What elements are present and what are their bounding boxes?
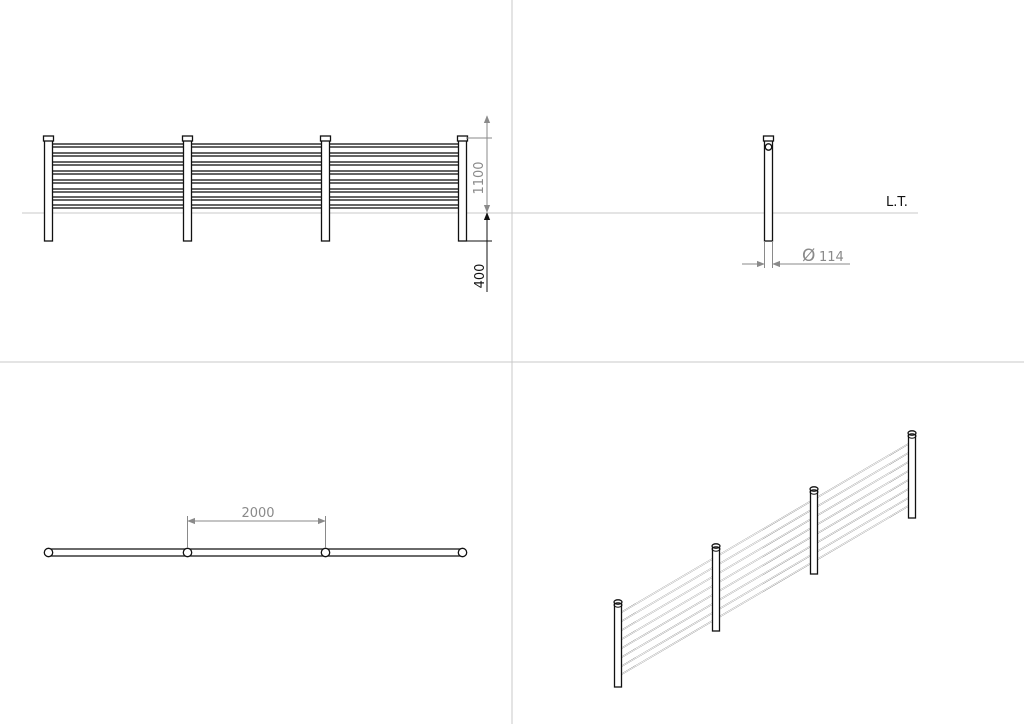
side-post — [763, 139, 774, 242]
front-rail — [47, 161, 464, 166]
isometric-post-cap-ring — [711, 546, 721, 552]
spacing-dimension: 2000 — [187, 506, 326, 548]
isometric-posts — [613, 430, 917, 688]
isometric-post — [711, 545, 721, 632]
isometric-rail-inner — [621, 487, 911, 658]
top-view: 2000 — [43, 506, 468, 558]
embed-dimension: 400 — [466, 212, 492, 292]
front-posts — [42, 135, 469, 242]
isometric-rail-inner — [621, 442, 911, 613]
front-rail — [47, 188, 464, 193]
isometric-post-cap-ring — [809, 489, 819, 495]
diameter-dimension: Ø 114 — [742, 241, 850, 268]
front-post — [320, 139, 331, 242]
front-rail — [47, 152, 464, 157]
front-post — [43, 139, 54, 242]
side-view: L.T. Ø 114 — [512, 135, 918, 268]
top-post-circle — [43, 547, 54, 558]
top-posts — [43, 547, 468, 558]
top-post-circle — [182, 547, 193, 558]
height-dimension-label: 1100 — [472, 161, 487, 194]
front-rail — [47, 170, 464, 175]
isometric-post — [809, 488, 819, 575]
top-post-circle — [320, 547, 331, 558]
side-post-cap — [762, 135, 775, 142]
spacing-dimension-label: 2000 — [241, 506, 274, 521]
front-view: 1100 400 — [22, 115, 512, 292]
front-rail — [47, 143, 464, 148]
front-post-cap — [319, 135, 332, 142]
isometric-rail-inner — [621, 504, 911, 675]
front-rail — [47, 196, 464, 201]
isometric-post-cap-ring — [613, 602, 623, 608]
front-rail — [47, 179, 464, 184]
front-rails — [47, 143, 464, 209]
isometric-rail-inner — [621, 478, 911, 649]
isometric-rail-inner — [621, 451, 911, 622]
isometric-rail-inner — [621, 496, 911, 667]
front-post — [182, 139, 193, 242]
isometric-rail-inner — [621, 460, 911, 631]
isometric-post-cap-ring — [907, 433, 917, 439]
ground-level-label: L.T. — [886, 195, 908, 210]
front-post-cap — [181, 135, 194, 142]
isometric-post — [907, 432, 917, 519]
height-dimension: 1100 — [466, 115, 492, 213]
embed-dimension-label: 400 — [473, 264, 488, 289]
side-rail-end — [764, 143, 773, 151]
top-post-circle — [457, 547, 468, 558]
front-rail — [47, 204, 464, 209]
isometric-view — [613, 430, 917, 688]
isometric-post — [613, 601, 623, 688]
diameter-symbol: Ø — [802, 246, 815, 266]
isometric-rails — [621, 442, 911, 675]
front-post — [457, 139, 468, 242]
isometric-rail-inner — [621, 469, 911, 640]
front-post-cap — [42, 135, 55, 142]
diameter-value: 114 — [819, 250, 844, 265]
